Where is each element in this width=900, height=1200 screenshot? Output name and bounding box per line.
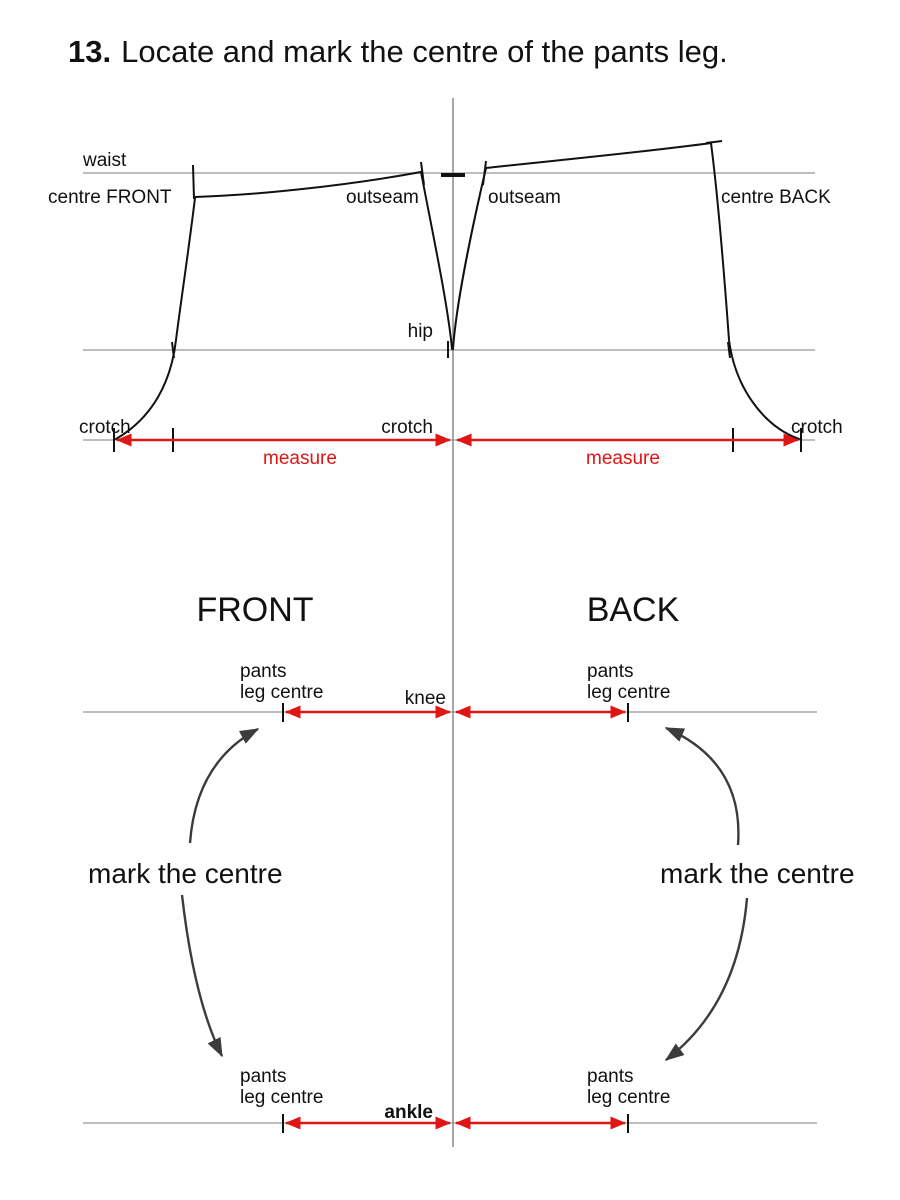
outseam-label-front: outseam [346, 187, 419, 208]
back-waist-seam-curve [485, 142, 712, 169]
front-hip-tick [171, 341, 175, 359]
back-outseam-curve [452, 167, 487, 350]
pants-leg-centre-knee-front-line1: pants [240, 661, 286, 682]
front-outseam-waist-tick [420, 161, 425, 186]
pants-leg-centre-ankle-back-line1: pants [587, 1066, 633, 1087]
measure-label-front: measure [263, 448, 337, 469]
mark-the-centre-label-front: mark the centre [88, 858, 283, 889]
centre-front-label: centre FRONT [48, 187, 172, 208]
measure-label-back: measure [586, 448, 660, 469]
crotch-label-middle: crotch [381, 417, 433, 438]
mark-centre-arrow-front-ankle [180, 894, 224, 1058]
ankle-label: ankle [384, 1102, 433, 1123]
mark-centre-arrow-front-knee [188, 727, 260, 844]
pants-leg-centre-knee-back-line1: pants [587, 661, 633, 682]
pants-leg-centre-knee-back-line2: leg centre [587, 682, 670, 703]
front-waist-seam-curve [194, 171, 422, 198]
pants-leg-centre-ankle-front-line2: leg centre [240, 1087, 323, 1108]
pants-leg-centre-ankle-front-line1: pants [240, 1066, 286, 1087]
pants-leg-centre-ankle-back-line2: leg centre [587, 1087, 670, 1108]
outseam-label-back: outseam [488, 187, 561, 208]
crotch-label-left: crotch [79, 417, 131, 438]
step-number: 13. [68, 34, 112, 69]
back-piece-label: BACK [587, 591, 680, 629]
centre-front-waist-tick [192, 164, 195, 200]
front-piece-label: FRONT [196, 591, 313, 629]
waist-label: waist [82, 150, 127, 171]
back-centre-and-crotch-curve [710, 142, 800, 440]
front-centre-and-crotch-curve [115, 197, 196, 440]
step-text: Locate and mark the centre of the pants … [121, 34, 728, 69]
mark-the-centre-label-back: mark the centre [660, 858, 855, 889]
hip-label: hip [408, 321, 433, 342]
mark-centre-arrow-back-knee [664, 726, 740, 846]
knee-label: knee [405, 688, 446, 709]
crotch-label-right: crotch [791, 417, 843, 438]
back-hip-tick [727, 341, 731, 359]
pants-leg-centre-knee-front-line2: leg centre [240, 682, 323, 703]
page-title: 13. Locate and mark the centre of the pan… [68, 34, 728, 70]
centre-back-label: centre BACK [721, 187, 831, 208]
centre-back-top-tick [705, 140, 723, 144]
mark-centre-arrow-back-ankle [664, 897, 749, 1061]
back-outseam-waist-tick [482, 160, 487, 186]
front-outseam-curve [420, 171, 453, 350]
